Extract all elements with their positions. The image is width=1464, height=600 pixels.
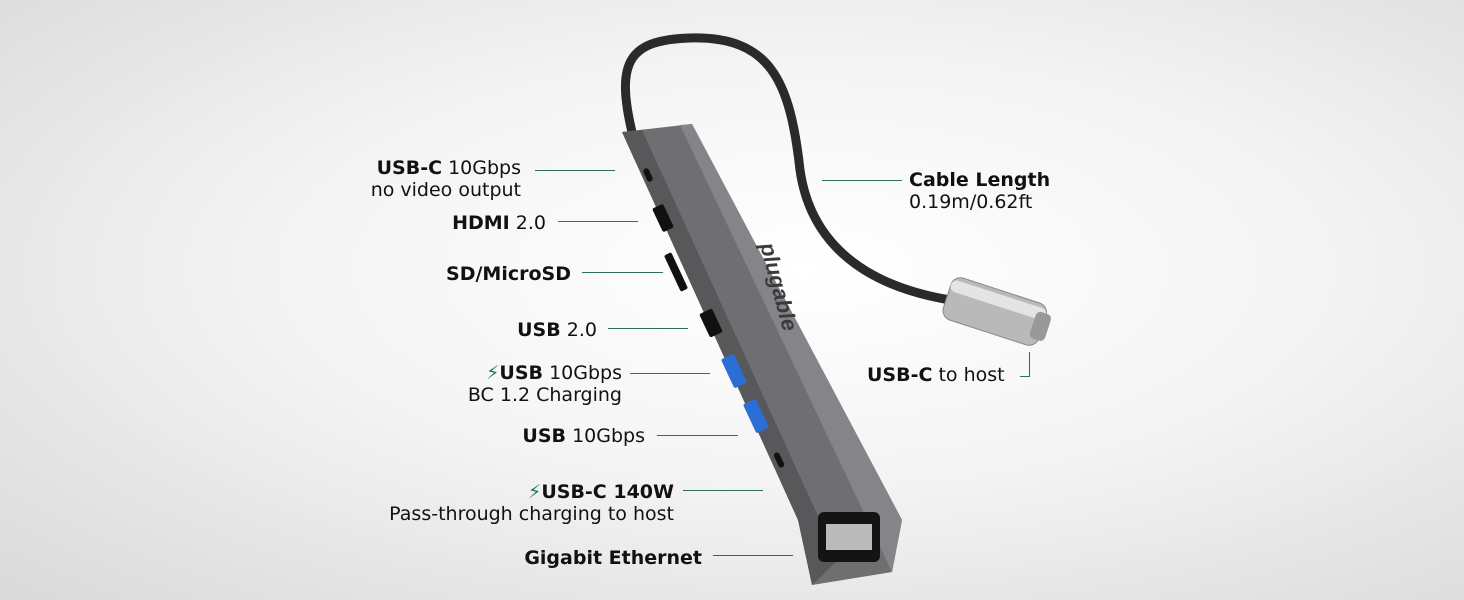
label-ethernet: Gigabit Ethernet — [524, 547, 702, 569]
label-hdmi: HDMI 2.0 — [452, 212, 546, 234]
label-sd: SD/MicroSD — [446, 263, 571, 285]
leader-line — [1020, 376, 1030, 377]
hub-body — [622, 124, 902, 585]
leader-line — [608, 328, 688, 329]
leader-line — [1029, 352, 1030, 377]
leader-line — [558, 221, 638, 222]
leader-line — [683, 490, 763, 491]
port-usb-bc — [721, 354, 747, 388]
label-usb2: USB 2.0 — [517, 319, 597, 341]
usb-c-plug — [942, 277, 1052, 346]
label-usb10: USB 10Gbps — [522, 425, 645, 447]
port-hdmi — [652, 204, 674, 232]
leader-line — [535, 170, 615, 171]
label-usbc-host: USB-C to host — [867, 364, 1005, 386]
leader-line — [713, 555, 793, 556]
leader-line — [582, 272, 663, 273]
port-usbc-pd — [773, 452, 785, 468]
port-sd — [664, 252, 688, 292]
port-usb10 — [743, 399, 769, 433]
leader-line — [822, 180, 902, 181]
port-usb2 — [699, 308, 723, 338]
leader-line — [657, 435, 738, 436]
lightning-icon: ⚡ — [486, 362, 500, 384]
lightning-icon: ⚡ — [527, 481, 542, 503]
cable — [621, 33, 955, 305]
leader-line — [630, 373, 710, 374]
port-usbc-data — [643, 168, 653, 182]
